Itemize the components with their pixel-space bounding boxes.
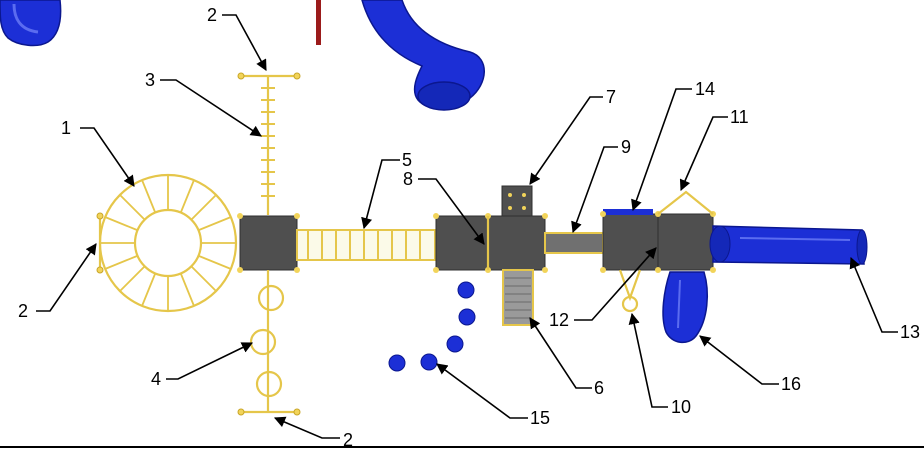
bar-end	[237, 408, 245, 416]
callout-11: 11	[730, 107, 749, 127]
slide-highlight-top-left	[12, 3, 39, 34]
stepping-pods	[388, 281, 476, 372]
bar-end	[96, 266, 104, 274]
climber-rungs	[261, 87, 275, 197]
deck-right-1	[602, 213, 659, 271]
callout-1: 1	[61, 118, 71, 138]
deck-middle	[487, 215, 546, 271]
deck-right-2	[657, 213, 714, 271]
callout-9: 9	[621, 137, 631, 157]
callout-14: 14	[695, 79, 715, 99]
walkway	[544, 232, 604, 254]
tube-slide-highlight	[739, 237, 851, 241]
callout-6: 6	[594, 378, 604, 398]
callout-2-top: 2	[207, 5, 217, 25]
blue-slide-top-left	[0, 0, 62, 47]
leader-9	[571, 146, 618, 234]
tube-slide	[712, 225, 865, 265]
spinner-1	[257, 284, 285, 312]
leader-5	[361, 159, 400, 230]
callout-5: 5	[402, 150, 412, 170]
callout-2-bottom: 2	[343, 430, 353, 450]
leader-2-left	[36, 243, 97, 312]
leader-3	[160, 79, 262, 137]
leader-1	[80, 127, 135, 187]
callout-7: 7	[606, 87, 616, 107]
bar-end	[293, 72, 301, 80]
callout-8: 8	[403, 169, 413, 189]
callout-3: 3	[145, 70, 155, 90]
step-ramp	[502, 269, 534, 326]
deck-corner-posts	[237, 213, 300, 273]
bar-end	[293, 408, 301, 416]
red-post	[316, 0, 321, 45]
deck-left	[239, 215, 298, 271]
slide-highlight-bottom	[677, 279, 681, 329]
upper-box	[501, 185, 533, 217]
callout-15: 15	[530, 408, 550, 428]
box-bolts	[508, 193, 526, 210]
leader-4	[166, 342, 254, 380]
spinner-2	[249, 328, 277, 356]
callout-2-left: 2	[18, 301, 28, 321]
tube-slide-exit	[856, 229, 868, 265]
ring-climber-spokes	[100, 175, 236, 311]
leader-11	[679, 116, 728, 192]
leader-12	[574, 247, 657, 321]
blue-panel	[603, 209, 653, 215]
leader-7	[529, 96, 603, 185]
bar-end	[237, 72, 245, 80]
leader-16	[699, 335, 779, 385]
tube-slide-entry	[709, 225, 731, 263]
deck-middle-left	[435, 215, 489, 271]
leader-15	[436, 363, 528, 419]
bridge	[296, 229, 436, 261]
callout-10: 10	[671, 397, 691, 417]
bar-end	[96, 212, 104, 220]
leader-8	[418, 178, 485, 245]
callout-12: 12	[549, 310, 569, 330]
bridge-slats	[307, 230, 421, 260]
leader-14	[631, 88, 692, 212]
leader-13	[849, 256, 898, 333]
callout-4: 4	[151, 369, 161, 389]
blue-slide-bottom	[662, 271, 709, 344]
spinner-3	[255, 370, 283, 398]
ramp-steps	[505, 277, 531, 319]
slide-exit-top	[417, 81, 471, 111]
callout-16: 16	[781, 374, 801, 394]
hanging-loop	[621, 295, 639, 313]
leader-10	[628, 312, 668, 408]
leader-2-bottom	[273, 416, 340, 439]
callout-13: 13	[900, 322, 920, 342]
leader-2-top	[222, 14, 267, 71]
triangle-climber	[657, 190, 714, 215]
leader-6	[529, 317, 592, 389]
